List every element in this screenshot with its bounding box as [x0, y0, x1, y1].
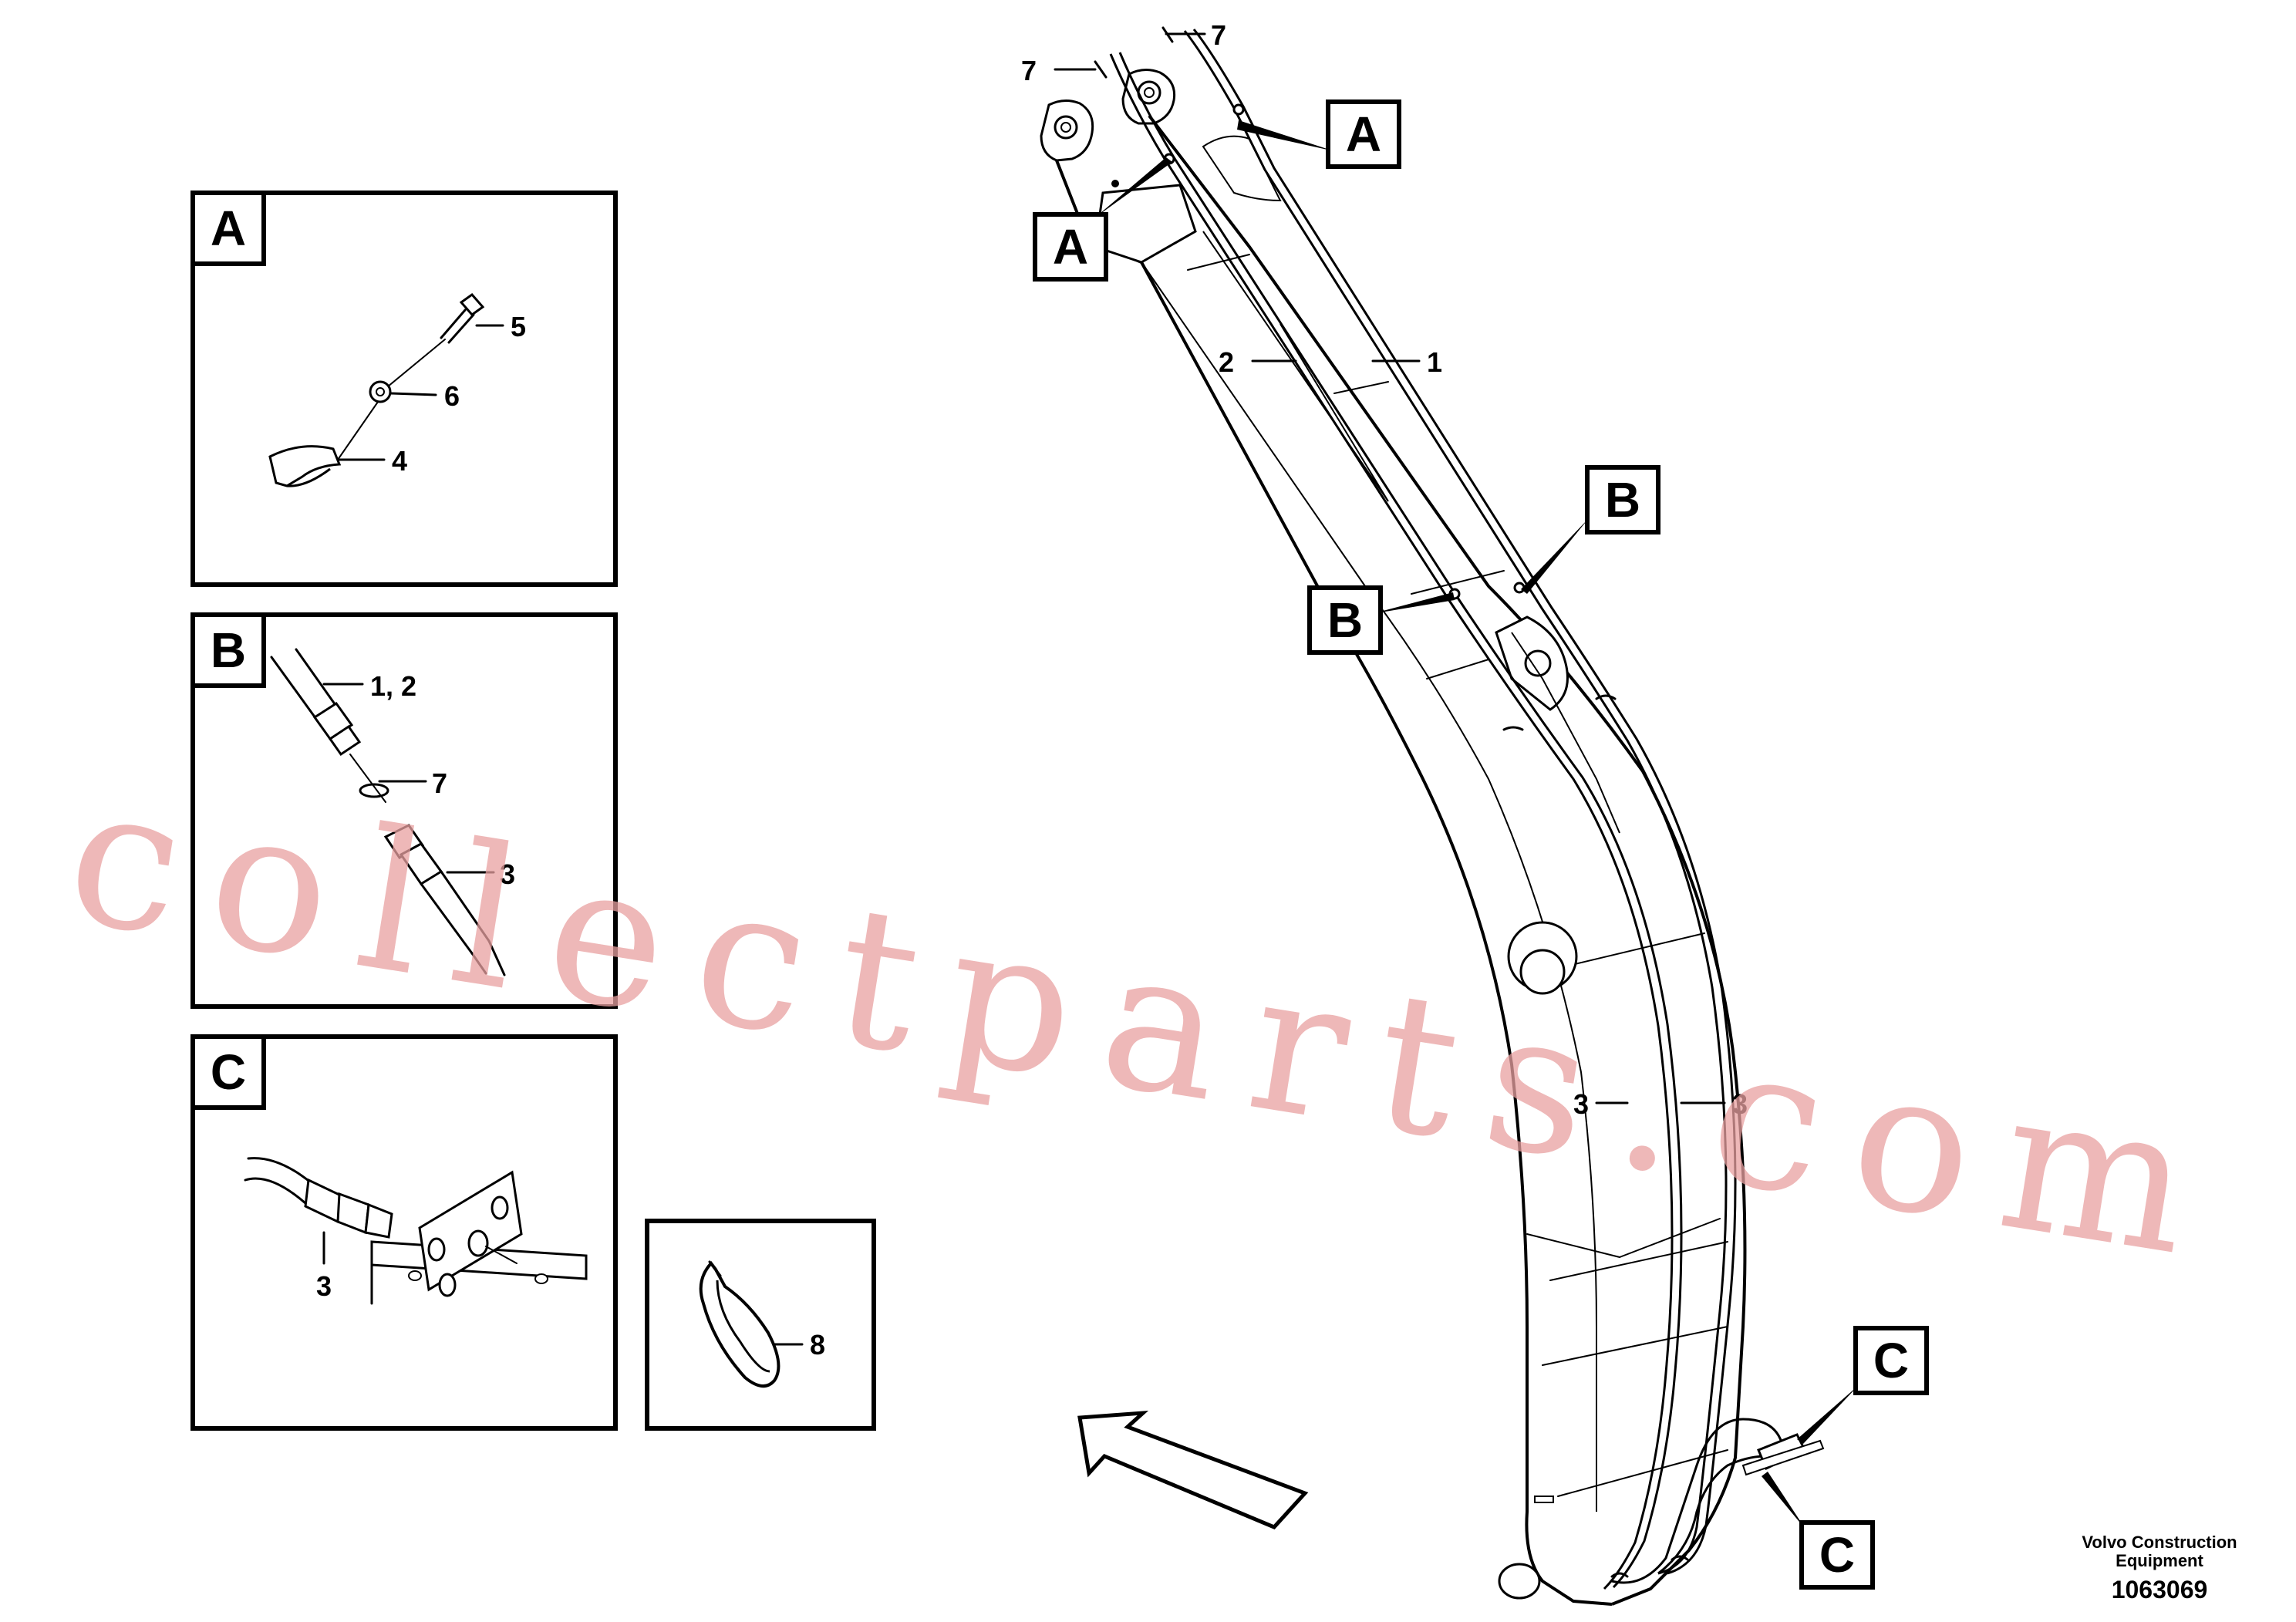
detail-panel-cable-tie: 8: [645, 1219, 876, 1431]
callout-1-2: 1, 2: [370, 670, 416, 702]
svg-text:B: B: [1327, 592, 1363, 648]
bolt-icon: [440, 292, 485, 344]
clamp-icon: [268, 445, 342, 487]
callout-5: 5: [511, 311, 526, 342]
callout-7: 7: [1021, 55, 1037, 86]
callout-4: 4: [392, 445, 407, 477]
svg-text:A: A: [1053, 219, 1088, 275]
callout-3: 3: [1732, 1088, 1748, 1120]
clip-icon: [359, 783, 389, 798]
section-tag-b-lower: B: [1307, 585, 1455, 655]
leader-line: [349, 754, 386, 803]
section-tag-a-upper: A: [1237, 99, 1401, 169]
leader-line: [337, 401, 379, 460]
leader-line: [383, 339, 446, 391]
mounting-bracket-icon: [370, 1170, 588, 1305]
company-name-line1: Volvo Construction: [2082, 1533, 2237, 1552]
callout-6: 6: [444, 380, 460, 412]
hose-lines: [1109, 29, 1783, 1590]
svg-text:B: B: [1605, 472, 1640, 528]
section-tag-c-lower: C: [1762, 1472, 1875, 1590]
panel-b-letter: B: [211, 622, 246, 678]
panel-c-letter: C: [211, 1044, 246, 1100]
drawing-number: 1063069: [2112, 1576, 2208, 1603]
hose-icon: [270, 648, 362, 757]
hose-end-icon: [383, 824, 506, 976]
hose-fitting-icon: [244, 1157, 393, 1239]
callout-7: 7: [1211, 19, 1226, 51]
detail-panel-c: C 3: [190, 1034, 618, 1431]
svg-text:A: A: [1346, 106, 1381, 162]
section-tag-b-upper: B: [1521, 465, 1660, 594]
callout-3: 3: [316, 1270, 332, 1302]
callout-7: 7: [432, 767, 447, 799]
svg-text:C: C: [1873, 1333, 1909, 1388]
callout-leaders: [1054, 26, 1726, 1104]
company-name-line2: Equipment: [2116, 1551, 2203, 1570]
callout-8: 8: [810, 1329, 825, 1361]
callout-1: 1: [1427, 346, 1442, 378]
section-tag-a-lower: A: [1033, 157, 1172, 282]
callout-3: 3: [1573, 1088, 1589, 1120]
panel-a-letter: A: [211, 201, 246, 256]
washer-icon: [369, 380, 392, 403]
svg-text:C: C: [1819, 1527, 1855, 1583]
callout-3: 3: [500, 858, 515, 890]
clip-markers: [1163, 103, 1689, 1578]
cable-tie-icon: [699, 1260, 781, 1388]
section-tag-c-upper: C: [1797, 1326, 1929, 1444]
leader-line: [389, 392, 437, 396]
detail-panel-b: B 1, 2 7 3: [190, 612, 618, 1009]
boom-drawing: [1040, 69, 1747, 1606]
callout-2: 2: [1219, 346, 1234, 378]
detail-panel-a: A 5 6 4: [190, 191, 618, 587]
hose-bracket-icon: [1741, 1433, 1825, 1476]
direction-arrow-icon: [1077, 1410, 1309, 1529]
